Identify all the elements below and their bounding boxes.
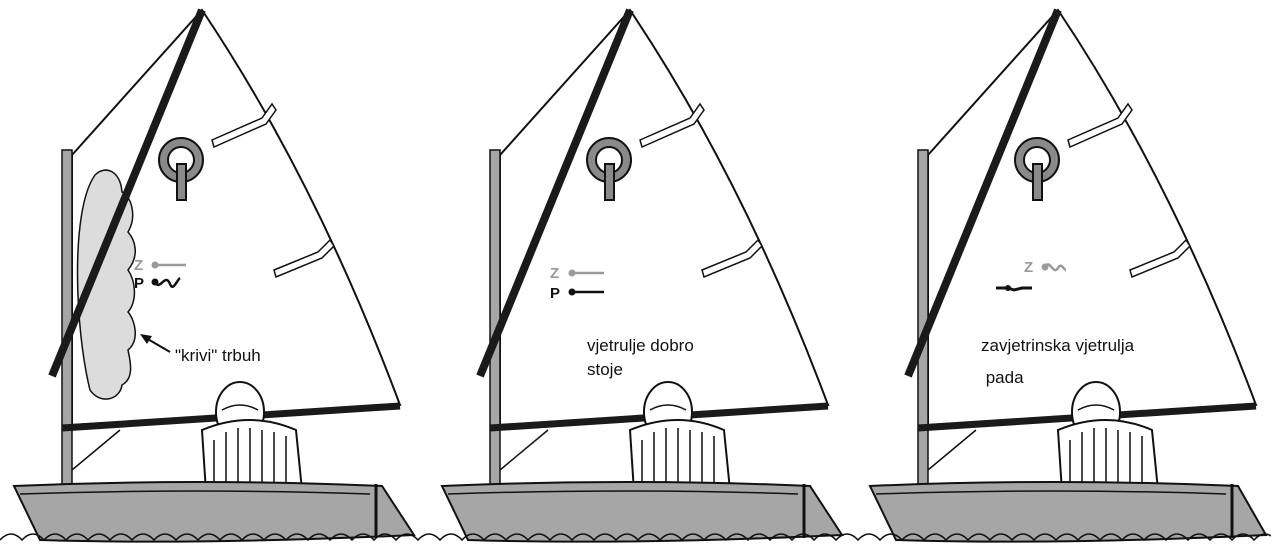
caption-line: zavjetrinska vjetrulja [981, 336, 1135, 355]
rigging-line [928, 430, 976, 470]
rigging-line [500, 430, 548, 470]
boat-panel-2: Z P [442, 10, 842, 542]
caption-line: pada [981, 368, 1024, 387]
rigging-line [72, 430, 120, 470]
leeward-telltale-letter: P [134, 275, 144, 292]
boat-panel-1: Z P [14, 10, 414, 542]
caption-line: "krivi" trbuh [175, 346, 261, 365]
boat-panel-3: Z P [870, 10, 1266, 542]
windward-telltale-letter: Z [134, 257, 143, 274]
leeward-telltale-letter: P [550, 285, 560, 302]
windward-telltale-letter: Z [550, 265, 559, 282]
windward-telltale-letter: Z [1024, 259, 1033, 276]
caption-line: vjetrulje dobro [587, 336, 694, 355]
caption-line: stoje [587, 360, 623, 379]
